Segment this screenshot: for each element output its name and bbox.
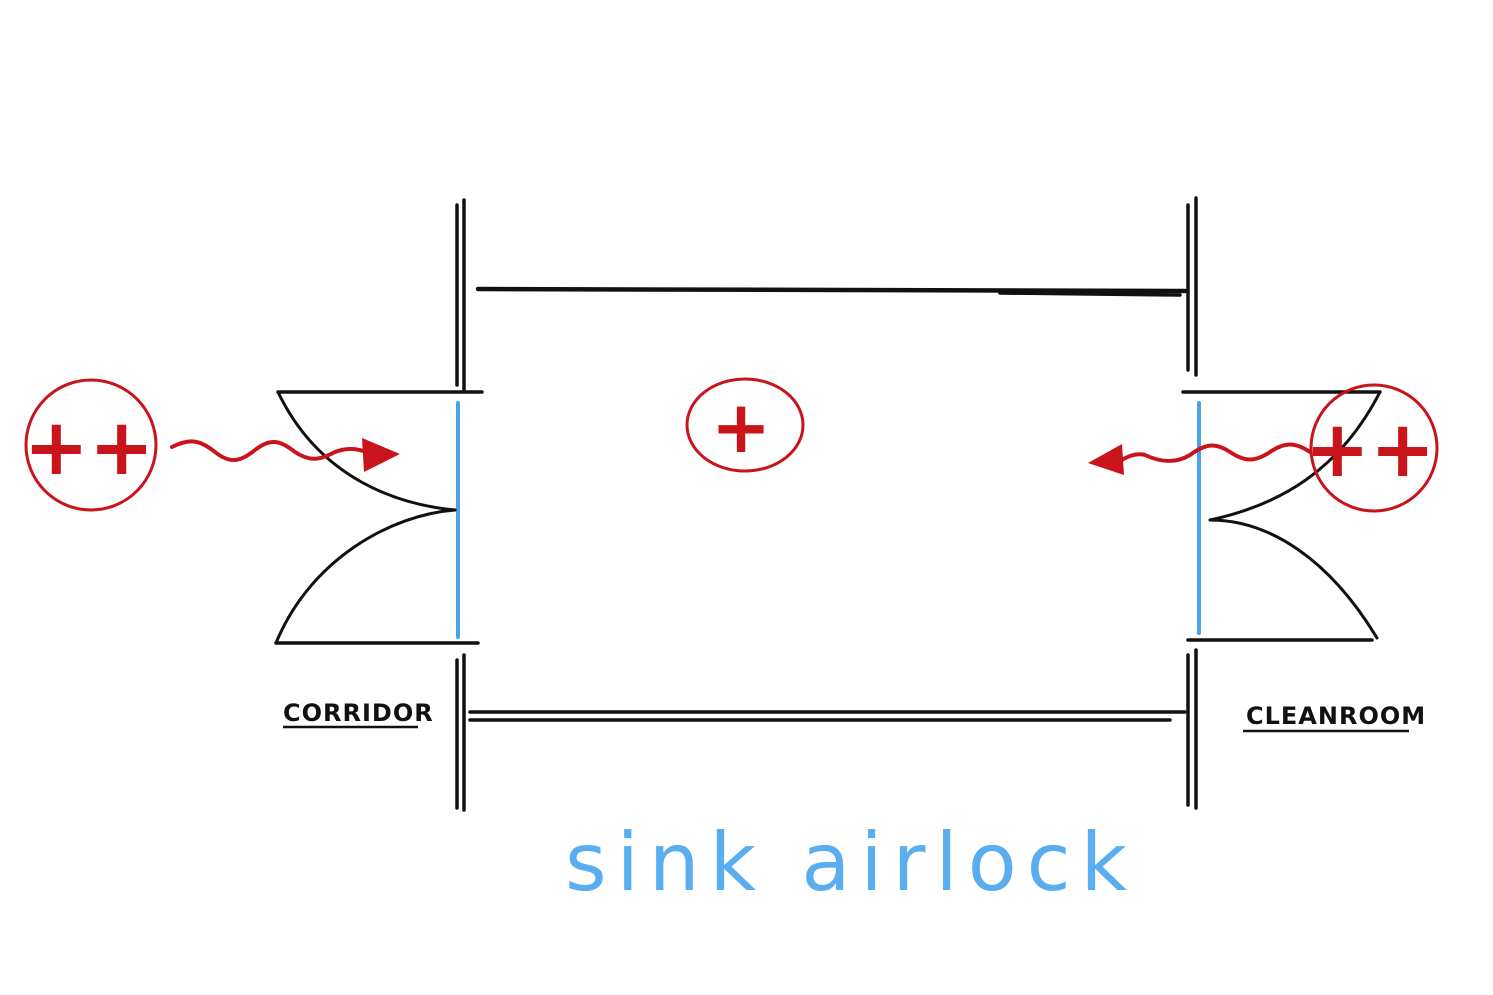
diagram-caption: sink airlock [565,816,1137,909]
top-wall [475,286,1188,297]
right-wall [1186,196,1198,810]
cleanroom-label: CLEANROOM [1246,702,1426,730]
corridor-double-door [274,390,484,645]
cleanroom-pressure-marker: ++ [1305,383,1439,513]
cleanroom-label-group: CLEANROOM [1243,702,1426,733]
corridor-airflow-arrow [170,438,400,472]
bottom-wall [468,710,1187,722]
left-wall [455,198,466,812]
airlock-pressure-text: + [711,385,771,469]
corridor-pressure-text: ++ [24,403,155,493]
cleanroom-airflow-arrow [1088,442,1312,475]
corridor-label-group: CORRIDOR [283,699,434,729]
corridor-pressure-marker: ++ [24,378,158,512]
cleanroom-pressure-text: ++ [1305,405,1436,495]
airlock-pressure-marker: + [685,377,805,473]
corridor-label: CORRIDOR [283,699,434,727]
